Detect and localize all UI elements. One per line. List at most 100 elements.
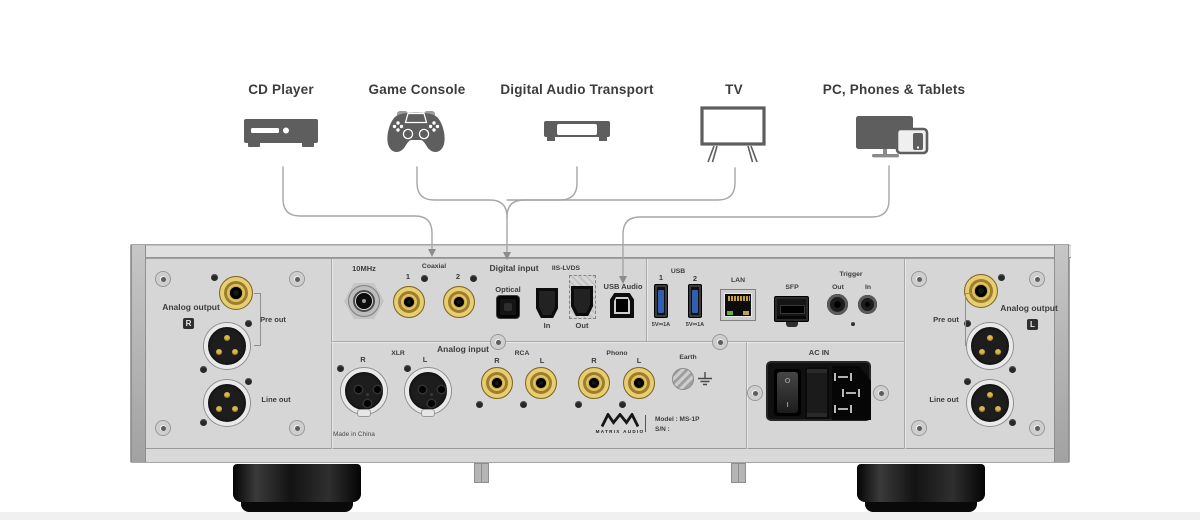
usb-audio-label: USB Audio [603, 282, 643, 291]
rca-l-label: L [539, 356, 545, 365]
screw [289, 271, 305, 287]
power-switch: O I [774, 369, 801, 416]
screw [747, 385, 763, 401]
divider [646, 259, 647, 341]
trigger-out-port [827, 294, 848, 315]
usb-1-power-label: 5V⎓1A [651, 322, 671, 328]
xlr-latch [421, 409, 435, 417]
screw [1029, 420, 1045, 436]
audio-transport-icon [544, 121, 610, 141]
rca-pre-out-l [964, 274, 998, 308]
screw [155, 420, 171, 436]
tv-icon [700, 106, 766, 163]
phono-r-label: R [591, 356, 597, 365]
line-out-label: Line out [261, 395, 291, 404]
xlr-group-label: XLR [391, 350, 405, 357]
screw [1009, 366, 1016, 373]
channel-badge-r: R [183, 318, 194, 329]
line-tv-to-digital [506, 167, 736, 218]
line-out-label: Line out [929, 395, 959, 404]
label-tv: TV [725, 82, 743, 97]
screw [911, 271, 927, 287]
screw [712, 334, 728, 350]
pc-phone-tablet-icon [856, 116, 929, 158]
screw [619, 401, 626, 408]
chassis-right-cap [1054, 245, 1069, 462]
phono-input-l [623, 367, 655, 399]
pre-out-bracket [254, 293, 261, 346]
chassis-top-rail [131, 245, 1071, 258]
device-foot-left [233, 464, 361, 502]
sfp-latch [786, 322, 798, 327]
trigger-out-label: Out [832, 284, 844, 291]
prong-slot [834, 373, 852, 381]
pre-out-label: Pre out [933, 315, 959, 324]
prong-slot [834, 405, 852, 413]
screw [155, 271, 171, 287]
rca-input-r [481, 367, 513, 399]
line-cd-to-coaxial [282, 166, 433, 250]
usb-audio-port [610, 293, 634, 318]
lan-label: LAN [731, 277, 745, 284]
screw [964, 320, 971, 327]
xlr-latch [357, 409, 371, 417]
floor-strip [0, 512, 1200, 520]
rca-pre-out-r [219, 276, 253, 310]
rca-group-label: RCA [514, 350, 530, 357]
divider [746, 341, 747, 449]
usb-2-power-label: 5V⎓1A [685, 322, 705, 328]
screw [245, 378, 252, 385]
label-cd-player: CD Player [248, 82, 314, 97]
sfp-label: SFP [785, 284, 799, 291]
usb-1-label: 1 [658, 273, 664, 282]
screw [873, 385, 889, 401]
chassis-mount-tab [474, 463, 489, 483]
coaxial-2-label: 2 [455, 272, 461, 281]
screw [476, 401, 483, 408]
screw [998, 274, 1005, 281]
xlr-input-r [341, 368, 387, 414]
screw [1009, 419, 1016, 426]
xlr-pre-out-l [967, 323, 1013, 369]
lan-port [720, 289, 756, 321]
line-game-to-digital [416, 166, 508, 253]
rca-input-l [525, 367, 557, 399]
trigger-in-label: In [864, 284, 872, 291]
xlr-line-out-l [967, 380, 1013, 426]
optical-port [496, 295, 520, 319]
fuse-holder [805, 367, 829, 419]
xlr-l-label: L [422, 355, 428, 364]
iis-out-label: Out [575, 321, 589, 330]
xlr-input-l [405, 368, 451, 414]
sfp-port [774, 296, 809, 322]
screw [520, 401, 527, 408]
digital-input-header: Digital input [489, 263, 539, 273]
prong-slot [842, 389, 860, 397]
screw [964, 378, 971, 385]
analog-output-r-header: Analog output [162, 302, 220, 312]
screw [470, 275, 477, 282]
screw [404, 365, 411, 372]
rca-r-label: R [494, 356, 500, 365]
screw [575, 401, 582, 408]
pre-out-label: Pre out [260, 315, 286, 324]
screw [245, 320, 252, 327]
cd-player-icon [244, 119, 318, 147]
phono-group-label: Phono [606, 350, 628, 357]
label-game-console: Game Console [368, 82, 466, 97]
divider [331, 341, 904, 342]
coaxial-1-label: 1 [405, 272, 411, 281]
label-digital-audio-transport: Digital Audio Transport [500, 82, 654, 97]
analog-input-header: Analog input [437, 344, 489, 354]
ground-symbol-icon [698, 372, 712, 386]
earth-label: Earth [679, 354, 697, 361]
usb-port-2 [688, 284, 702, 318]
xlr-r-label: R [360, 355, 366, 364]
screw [200, 419, 207, 426]
serial-label: S/N : [655, 426, 670, 433]
divider [645, 415, 646, 432]
usb-2-label: 2 [692, 274, 698, 283]
rear-panel-chassis: Analog output R Pre out Line out 10MHz 1… [130, 244, 1071, 463]
trigger-label: Trigger [839, 271, 863, 278]
